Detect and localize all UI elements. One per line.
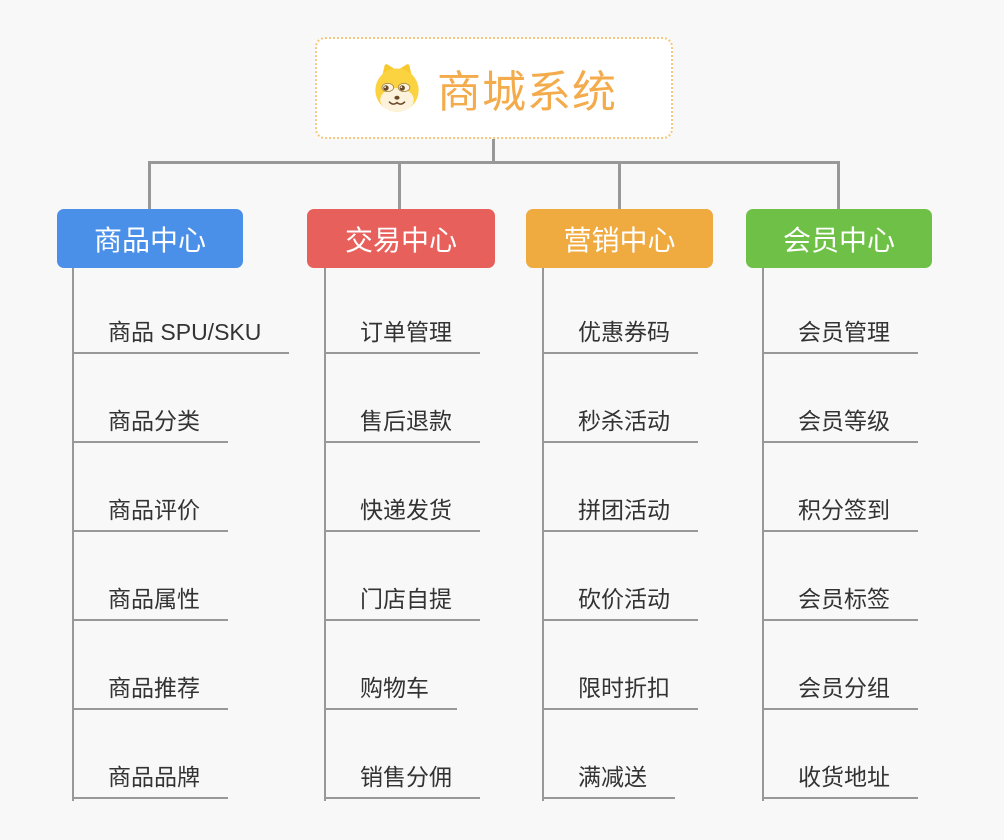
leaf-node[interactable]: 快递发货 [326,490,480,532]
connector-drop-1 [148,161,151,209]
connector-root-stem [492,139,495,164]
leaf-node[interactable]: 砍价活动 [544,579,698,621]
doge-dog-icon [375,64,419,112]
leaf-node[interactable]: 积分签到 [764,490,918,532]
branch-member-center[interactable]: 会员中心 [746,209,932,268]
leaf-node[interactable]: 秒杀活动 [544,401,698,443]
branch-column-member: 会员管理 会员等级 积分签到 会员标签 会员分组 收货地址 [762,268,918,801]
branch-marketing-center[interactable]: 营销中心 [526,209,713,268]
connector-rail [149,161,840,164]
leaf-node[interactable]: 订单管理 [326,312,480,354]
leaf-node[interactable]: 商品分类 [74,401,228,443]
leaf-node[interactable]: 会员分组 [764,668,918,710]
leaf-node[interactable]: 会员标签 [764,579,918,621]
connector-drop-3 [618,161,621,209]
branch-product-center[interactable]: 商品中心 [57,209,243,268]
leaf-node[interactable]: 商品 SPU/SKU [74,312,290,354]
root-node[interactable]: 商城系统 [315,37,673,139]
leaf-node[interactable]: 商品品牌 [74,757,228,799]
leaf-node[interactable]: 销售分佣 [326,757,480,799]
branch-trade-center[interactable]: 交易中心 [307,209,495,268]
root-title: 商城系统 [437,68,617,117]
leaf-node[interactable]: 门店自提 [326,579,480,621]
leaf-node[interactable]: 收货地址 [764,757,918,799]
leaf-node[interactable]: 商品评价 [74,490,228,532]
leaf-node[interactable]: 商品属性 [74,579,228,621]
leaf-node[interactable]: 拼团活动 [544,490,698,532]
branch-column-product: 商品 SPU/SKU 商品分类 商品评价 商品属性 商品推荐 商品品牌 [72,268,290,801]
leaf-node[interactable]: 限时折扣 [544,668,698,710]
leaf-node[interactable]: 会员管理 [764,312,918,354]
leaf-node[interactable]: 优惠券码 [544,312,698,354]
leaf-node[interactable]: 商品推荐 [74,668,228,710]
branch-column-marketing: 优惠券码 秒杀活动 拼团活动 砍价活动 限时折扣 满减送 [542,268,698,801]
leaf-node[interactable]: 购物车 [326,668,457,710]
connector-drop-4 [837,161,840,209]
leaf-node[interactable]: 售后退款 [326,401,480,443]
connector-drop-2 [398,161,401,209]
leaf-node[interactable]: 会员等级 [764,401,918,443]
leaf-node[interactable]: 满减送 [544,757,675,799]
branch-column-trade: 订单管理 售后退款 快递发货 门店自提 购物车 销售分佣 [324,268,480,801]
